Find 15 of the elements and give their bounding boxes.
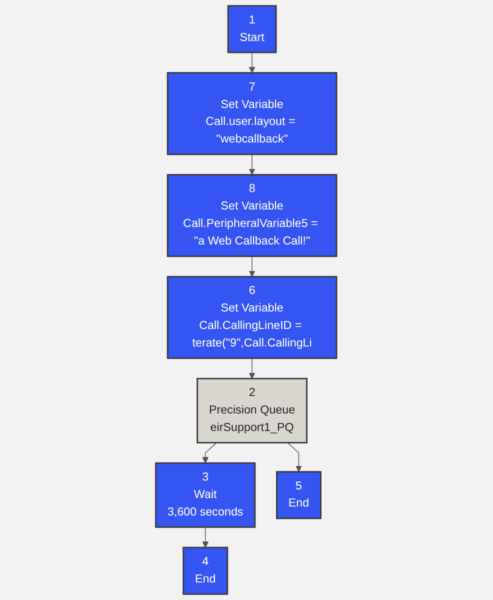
node-box: 6 Set Variable Call.CallingLineID = terate("9",Call.CallingLi — [167, 276, 338, 359]
arrow — [202, 526, 209, 548]
node-box: 5 End — [276, 471, 322, 520]
arrow — [249, 154, 256, 176]
node-box: 3 Wait 3,600 seconds — [155, 462, 256, 528]
node-box: 8 Set Variable Call.PeripheralVariable5 = "a Web Callback Call!" — [167, 174, 338, 258]
arrow — [202, 442, 218, 464]
arrow — [249, 256, 256, 277]
node-box: 7 Set Variable Call.user.layout = "webcallback" — [167, 72, 338, 156]
arrow — [249, 358, 256, 379]
arrow — [249, 52, 256, 74]
node-box: 1 Start — [228, 5, 278, 54]
node-box: 4 End — [182, 546, 228, 595]
arrow — [287, 442, 302, 472]
node-box: 2 Precision Queue eirSupport1_PQ — [196, 378, 308, 444]
